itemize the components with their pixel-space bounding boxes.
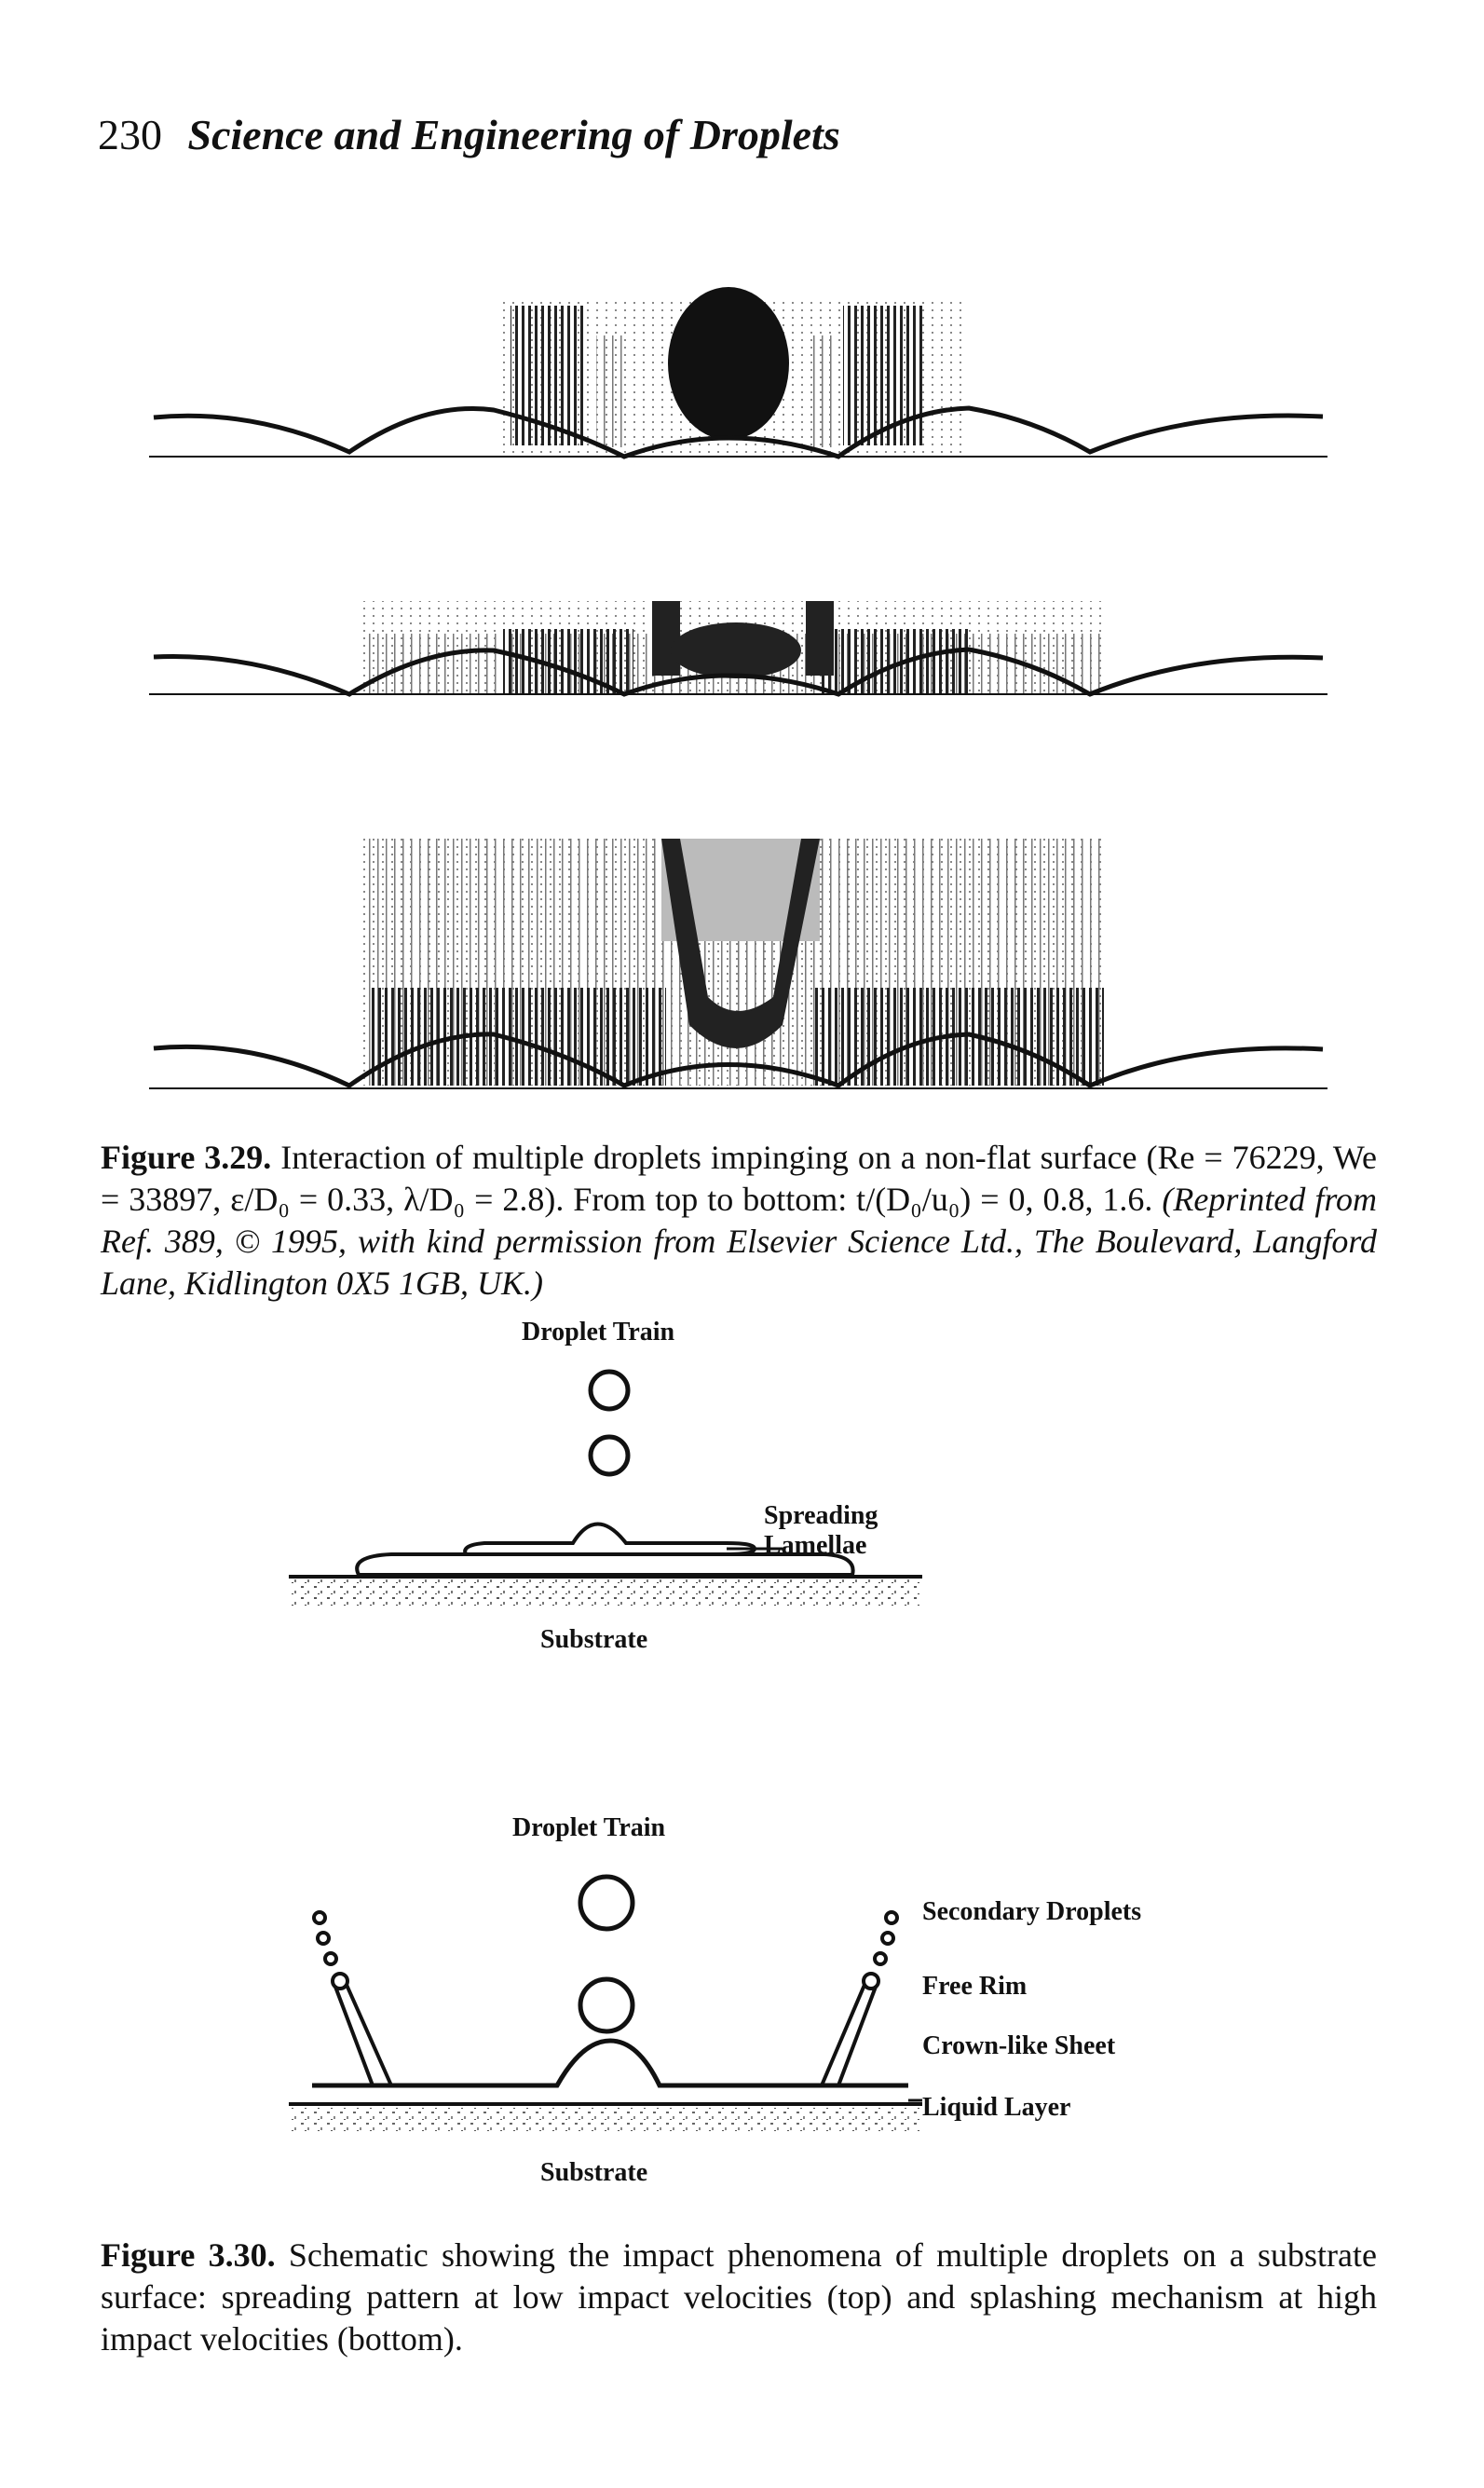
droplet xyxy=(668,287,789,440)
running-header: 230 Science and Engineering of Droplets xyxy=(98,110,840,159)
panel-t1-6 xyxy=(149,834,1327,1089)
figure-3-29-caption-credit: (Reprinted from Ref. 389, © 1995, with k… xyxy=(101,1181,1377,1302)
figure-3-30-spreading-schematic: Droplet Train Spreading Lamellae Substra… xyxy=(289,1318,922,1654)
droplet-1 xyxy=(578,1874,635,1932)
droplet-1 xyxy=(588,1369,631,1412)
droplet-train-label-2: Droplet Train xyxy=(512,1813,666,1842)
figure-3-30-splashing-schematic: Droplet Train Secondary Droplets Free Ri… xyxy=(289,1813,1141,2187)
liquid-layer xyxy=(312,2038,908,2088)
figure-3-30-caption: Figure 3.30. Schematic showing the impac… xyxy=(101,2235,1377,2360)
book-title: Science and Engineering of Droplets xyxy=(187,111,840,158)
liquid-layer-label: Liquid Layer xyxy=(922,2093,1070,2122)
spreading-label: Spreading xyxy=(764,1501,878,1530)
droplet-2 xyxy=(588,1434,631,1477)
figure-3-30-caption-main: Schematic showing the impact phenomena o… xyxy=(101,2236,1377,2358)
page-number: 230 xyxy=(98,111,162,158)
substrate xyxy=(291,2108,919,2134)
figure-3-29-label: Figure 3.29. xyxy=(101,1139,272,1176)
lamella-upper xyxy=(463,1522,757,1556)
droplet-2 xyxy=(578,1976,635,2034)
figure-3-30-label: Figure 3.30. xyxy=(101,2236,276,2274)
substrate-label: Substrate xyxy=(540,1625,647,1654)
substrate-label-2: Substrate xyxy=(540,2158,647,2187)
free-rim-label: Free Rim xyxy=(922,1972,1027,2001)
panel-t0 xyxy=(149,287,1327,459)
figure-3-29-caption-main: Interaction of multiple droplets impingi… xyxy=(101,1139,1377,1218)
crown-sheet-label: Crown-like Sheet xyxy=(922,2031,1116,2060)
lamellae-label: Lamellae xyxy=(764,1531,866,1560)
lamella-lower xyxy=(355,1552,855,1577)
figure-3-29-caption: Figure 3.29. Interaction of multiple dro… xyxy=(101,1137,1377,1305)
secondary-droplets-label: Secondary Droplets xyxy=(922,1897,1141,1926)
substrate xyxy=(291,1579,919,1607)
panel-t0-8 xyxy=(149,601,1327,697)
figure-3-29-panels xyxy=(149,287,1327,1089)
droplet-train-label: Droplet Train xyxy=(522,1318,675,1347)
